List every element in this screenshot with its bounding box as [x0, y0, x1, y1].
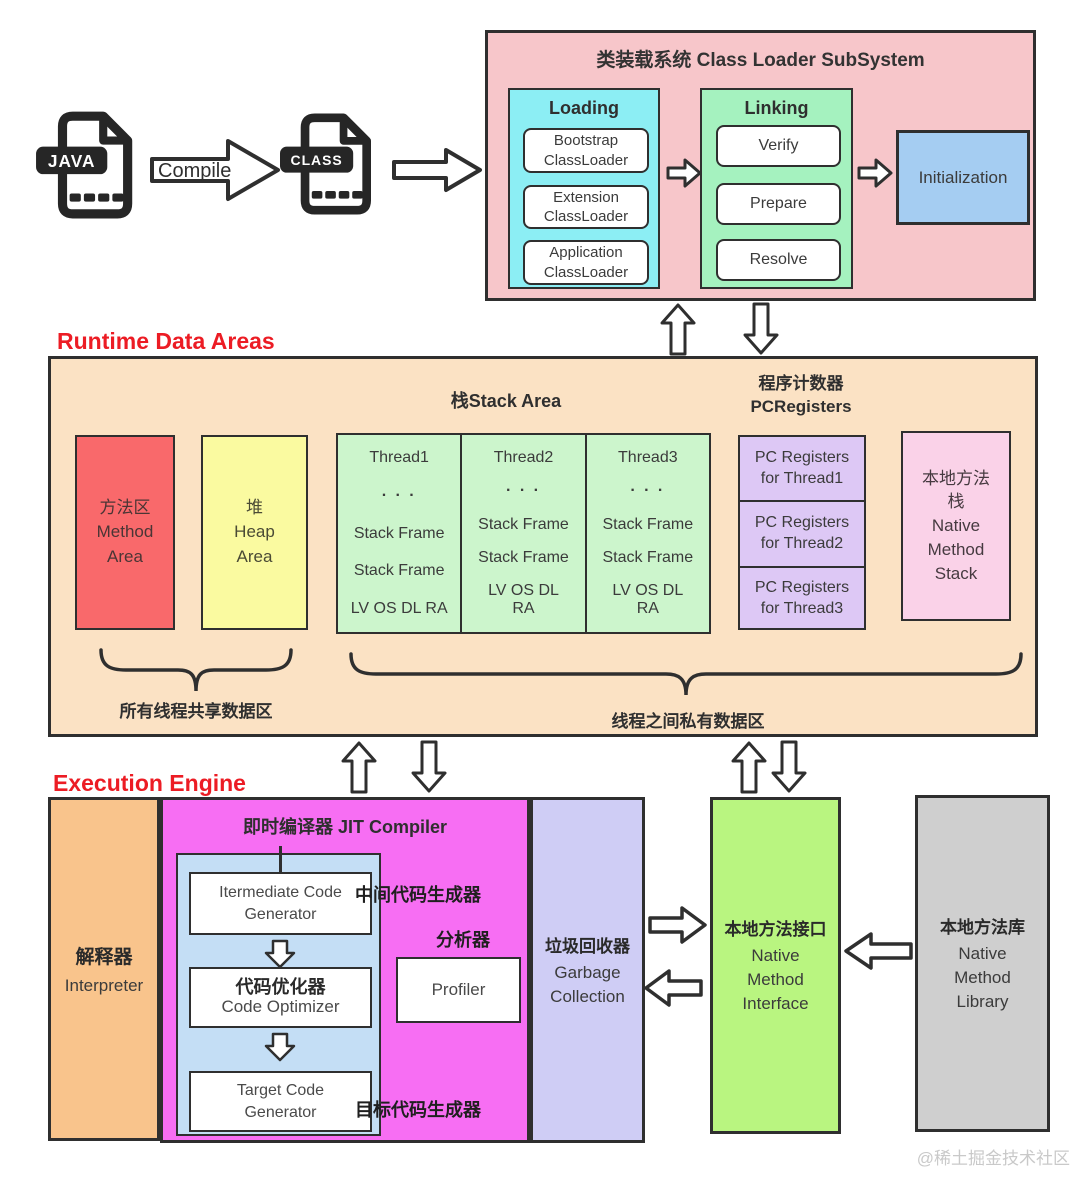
nmi-en-label: Native Method Interface: [742, 946, 809, 1013]
intermediate-code-zh-label: 中间代码生成器: [355, 885, 481, 905]
code-optimizer-box: 代码优化器 Code Optimizer: [189, 967, 372, 1028]
lv-os-dl-ra: LV OS DL RA: [612, 582, 684, 617]
linking-to-init-arrow: [857, 158, 893, 188]
optimizer-to-target-arrow: [264, 1032, 296, 1062]
prepare-box: Prepare: [716, 183, 841, 225]
jit-compiler-box: 即时编译器 JIT Compiler Itermediate Code Gene…: [160, 797, 530, 1143]
stack-area-label: 栈Stack Area: [450, 391, 562, 411]
shared-data-label: 所有线程共享数据区: [119, 702, 273, 721]
private-data-label: 线程之间私有数据区: [611, 712, 765, 731]
native-method-stack-box: 本地方法 栈 Native Method Stack: [901, 431, 1011, 621]
nml-en-label: Native Method Library: [954, 944, 1011, 1011]
execution-engine-title: Execution Engine: [53, 770, 246, 796]
compile-label: Compile: [158, 160, 231, 182]
native-method-interface-box: 本地方法接口 Native Method Interface: [710, 797, 841, 1134]
stack-frame: Stack Frame: [353, 562, 445, 580]
native-method-library-box: 本地方法库 Native Method Library: [915, 795, 1050, 1132]
code-optimizer-zh: 代码优化器: [235, 976, 326, 997]
extension-classloader: Extension ClassLoader: [523, 185, 649, 229]
nmi-to-gc-arrow: [644, 969, 703, 1007]
runtime-to-loader-up-arrow: [660, 303, 696, 356]
code-optimizer-en: Code Optimizer: [221, 997, 340, 1017]
loading-box: Loading Bootstrap ClassLoader Extension …: [508, 88, 660, 289]
thread2-column: Thread2 · · · Stack Frame Stack Frame LV…: [460, 435, 584, 632]
application-classloader: Application ClassLoader: [523, 240, 649, 285]
garbage-collection-box: 垃圾回收器 Garbage Collection: [530, 797, 645, 1143]
method-area-box: 方法区 Method Area: [75, 435, 175, 630]
resolve-box: Resolve: [716, 239, 841, 281]
gc-zh-label: 垃圾回收器: [545, 936, 630, 956]
thread-dots: · · ·: [630, 482, 666, 500]
linking-title: Linking: [744, 98, 809, 118]
gc-to-nmi-arrow: [648, 906, 707, 944]
target-code-zh-label: 目标代码生成器: [355, 1100, 481, 1120]
target-code-generator-box: Target Code Generator: [189, 1071, 372, 1132]
java-file-label: JAVA: [48, 151, 96, 171]
stack-frame: Stack Frame: [602, 515, 694, 533]
thread-name: Thread2: [493, 449, 554, 466]
intermediate-code-generator-box: Itermediate Code Generator: [189, 872, 372, 935]
runtime-to-nmi-down-arrow: [771, 740, 807, 793]
class-file-icon: CLASS: [280, 113, 371, 215]
stack-area-box: Thread1 · · · Stack Frame Stack Frame LV…: [336, 433, 711, 634]
thread3-column: Thread3 · · · Stack Frame Stack Frame LV…: [584, 435, 709, 632]
interpreter-en-label: Interpreter: [64, 976, 144, 995]
interpreter-zh-label: 解释器: [75, 947, 133, 968]
class-loader-title: 类装载系统 Class Loader SubSystem: [596, 50, 925, 71]
stack-frame: Stack Frame: [478, 548, 569, 566]
pc-registers-box: PC Registers for Thread1 PC Registers fo…: [738, 435, 866, 630]
pc-registers-label: 程序计数器 PCRegisters: [750, 374, 852, 416]
watermark: @稀土掘金技术社区: [916, 1149, 1070, 1168]
runtime-to-engine-down-arrow: [411, 740, 447, 793]
nml-to-nmi-arrow: [844, 932, 913, 970]
thread-dots: · · ·: [506, 482, 541, 500]
java-file-icon: JAVA: [36, 111, 133, 219]
jit-pipeline-box: Itermediate Code Generator 代码优化器 Code Op…: [176, 846, 381, 1136]
lv-os-dl-ra: LV OS DL RA: [350, 600, 448, 617]
interpreter-box: 解释器 Interpreter: [48, 797, 160, 1141]
pc-register-thread2: PC Registers for Thread2: [740, 500, 864, 565]
loading-to-linking-arrow: [666, 158, 702, 188]
stack-frame: Stack Frame: [602, 548, 694, 566]
lv-os-dl-ra: LV OS DL RA: [488, 582, 559, 617]
pc-register-thread1: PC Registers for Thread1: [754, 448, 850, 487]
class-file-label: CLASS: [291, 152, 343, 168]
heap-area-box: 堆 Heap Area: [201, 435, 308, 630]
class-to-loader-arrow: [392, 148, 482, 192]
linking-box: Linking Verify Prepare Resolve: [700, 88, 853, 289]
runtime-data-areas: 栈Stack Area 程序计数器 PCRegisters 方法区 Method…: [48, 356, 1038, 737]
shared-data-brace: [99, 648, 293, 692]
stack-frame: Stack Frame: [353, 524, 445, 542]
gc-en-label: Garbage Collection: [550, 962, 625, 1006]
bootstrap-classloader: Bootstrap ClassLoader: [523, 128, 649, 173]
nmi-zh-label: 本地方法接口: [724, 920, 827, 940]
verify-box: Verify: [716, 125, 841, 167]
loader-to-runtime-down-arrow: [743, 302, 779, 355]
thread-dots: · · ·: [381, 486, 417, 504]
thread-name: Thread3: [618, 449, 678, 466]
private-data-brace: [349, 652, 1023, 696]
compile-arrow: Compile: [150, 139, 280, 201]
jit-compiler-title: 即时编译器 JIT Compiler: [242, 817, 448, 837]
runtime-data-areas-title: Runtime Data Areas: [57, 328, 275, 354]
jit-tick-line: [279, 846, 282, 872]
icg-to-optimizer-arrow: [264, 939, 296, 969]
profiler-box: Profiler: [396, 957, 521, 1023]
profiler-zh-label: 分析器: [436, 930, 490, 950]
stack-frame: Stack Frame: [478, 515, 569, 533]
loading-title: Loading: [549, 98, 619, 118]
nml-zh-label: 本地方法库: [940, 918, 1025, 938]
class-loader-subsystem: 类装载系统 Class Loader SubSystem Loading Boo…: [485, 30, 1036, 301]
thread-name: Thread1: [369, 449, 429, 466]
pc-register-thread3: PC Registers for Thread3: [740, 565, 864, 631]
engine-to-runtime-up-arrow: [341, 741, 377, 794]
nmi-to-runtime-up-arrow: [731, 741, 767, 794]
initialization-box: Initialization: [896, 130, 1030, 225]
thread1-column: Thread1 · · · Stack Frame Stack Frame LV…: [338, 435, 460, 632]
